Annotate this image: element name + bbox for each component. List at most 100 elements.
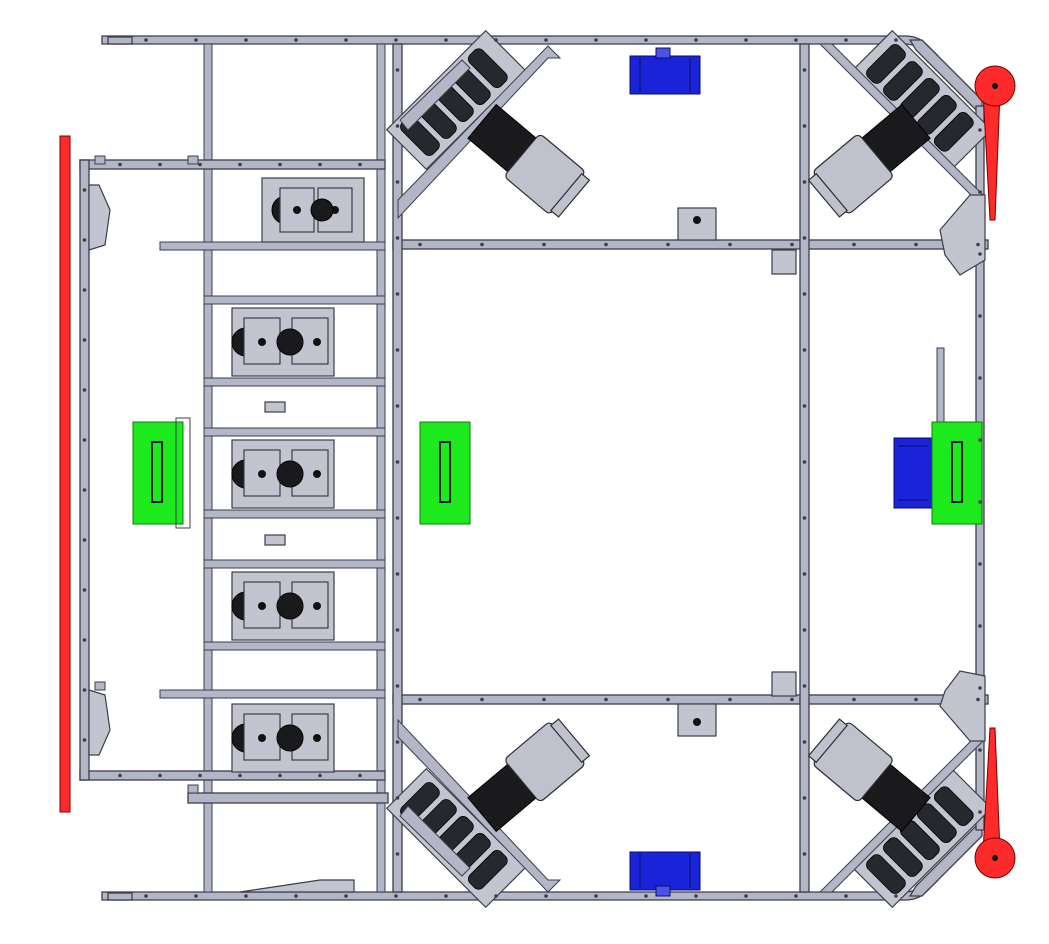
bolt-hole	[594, 894, 598, 898]
pulley-module-4	[231, 571, 335, 641]
pulley-module-3	[231, 439, 335, 509]
bolt-hole	[395, 68, 400, 72]
bolt-hole	[444, 894, 448, 898]
bolt-hole	[852, 242, 856, 247]
body-left-rail	[392, 43, 403, 893]
bolt-hole	[494, 38, 498, 42]
bolt-hole	[666, 242, 670, 247]
bolt-hole	[395, 348, 400, 352]
bolt-hole	[978, 748, 982, 752]
top-blue-motor	[629, 47, 701, 95]
bolt-hole	[794, 894, 798, 898]
bolt-hole	[238, 162, 242, 167]
bolt-hole	[844, 38, 848, 42]
rear-left-omni-wheel	[385, 767, 527, 909]
bolt-hole	[976, 242, 980, 247]
bolt-hole	[82, 388, 87, 392]
upper-latch	[771, 249, 797, 275]
bolt-hole	[802, 684, 807, 688]
bolt-hole	[395, 684, 400, 688]
cross-rail-4	[203, 427, 386, 437]
bolt-hole	[744, 38, 748, 42]
red-bumper-bar	[59, 135, 71, 813]
bolt-hole	[894, 894, 898, 898]
upper-right-hinge	[939, 194, 986, 276]
rear-left-gusset-2	[399, 805, 471, 877]
cross-rail-2	[203, 295, 386, 305]
bolt-hole	[395, 852, 400, 856]
bolt-hole	[978, 438, 982, 442]
bolt-hole	[802, 628, 807, 632]
rear-left-gusset	[397, 718, 562, 893]
bolt-hole	[144, 894, 148, 898]
bolt-hole	[198, 162, 202, 167]
bolt-hole	[444, 38, 448, 42]
bolt-hole	[395, 180, 400, 184]
bolt-hole	[694, 38, 698, 42]
bolt-hole	[978, 128, 982, 132]
bolt-hole	[82, 288, 87, 292]
bolt-hole	[542, 697, 546, 702]
right-vertical-post	[936, 347, 945, 427]
bolt-hole	[194, 38, 198, 42]
bolt-hole	[604, 242, 608, 247]
bolt-holes	[82, 38, 982, 898]
rear-right-omni-wheel	[851, 767, 993, 909]
bolt-hole	[118, 773, 122, 778]
bolt-hole	[978, 686, 982, 690]
bolt-hole	[82, 338, 87, 342]
small-bracket-1	[264, 401, 286, 413]
bolt-hole	[358, 162, 362, 167]
bolt-hole	[480, 697, 484, 702]
bolt-hole	[978, 810, 982, 814]
bolt-hole	[394, 894, 398, 898]
bolt-hole	[395, 572, 400, 576]
bolt-hole	[82, 188, 87, 192]
right-blue-motor	[893, 437, 933, 509]
bolt-hole	[978, 624, 982, 628]
bolt-hole	[480, 242, 484, 247]
bolt-hole	[744, 894, 748, 898]
bolt-hole	[395, 404, 400, 408]
bolt-hole	[278, 773, 282, 778]
front-left-gusset	[397, 45, 562, 220]
bolt-hole	[604, 697, 608, 702]
bolt-hole	[395, 292, 400, 296]
rear-ramp-plate	[239, 879, 355, 893]
bolt-hole	[418, 697, 422, 702]
bolt-hole	[802, 348, 807, 352]
top-left-bracket	[107, 36, 133, 45]
bolt-hole	[118, 162, 122, 167]
bolt-hole	[318, 773, 322, 778]
bolt-hole	[802, 516, 807, 520]
upper-hinge-bracket	[88, 184, 111, 251]
front-strut-left	[376, 43, 386, 893]
bolt-hole	[978, 562, 982, 566]
bolt-hole	[544, 38, 548, 42]
intake-left-rail	[79, 159, 90, 781]
bolt-hole	[238, 773, 242, 778]
rear-right-drive-motor	[807, 718, 931, 833]
bolt-hole	[802, 292, 807, 296]
small-bracket-2	[264, 534, 286, 546]
bolt-hole	[82, 488, 87, 492]
bolt-hole	[976, 697, 980, 702]
bolt-hole	[594, 38, 598, 42]
body-mid-rail	[799, 43, 810, 893]
pulley-module-2	[231, 307, 335, 377]
bolt-hole	[802, 236, 807, 240]
bolt-hole	[344, 894, 348, 898]
hinge-tab-2	[94, 681, 106, 691]
cross-rail-8	[159, 689, 386, 699]
cross-rail-3	[203, 377, 386, 387]
bolt-hole	[294, 894, 298, 898]
bolt-hole	[914, 697, 918, 702]
bolt-hole	[395, 628, 400, 632]
lower-skid-bar	[187, 792, 389, 804]
bolt-hole	[802, 572, 807, 576]
bolt-hole	[644, 894, 648, 898]
bolt-hole	[394, 38, 398, 42]
bolt-hole	[82, 688, 87, 692]
bolt-hole	[395, 516, 400, 520]
